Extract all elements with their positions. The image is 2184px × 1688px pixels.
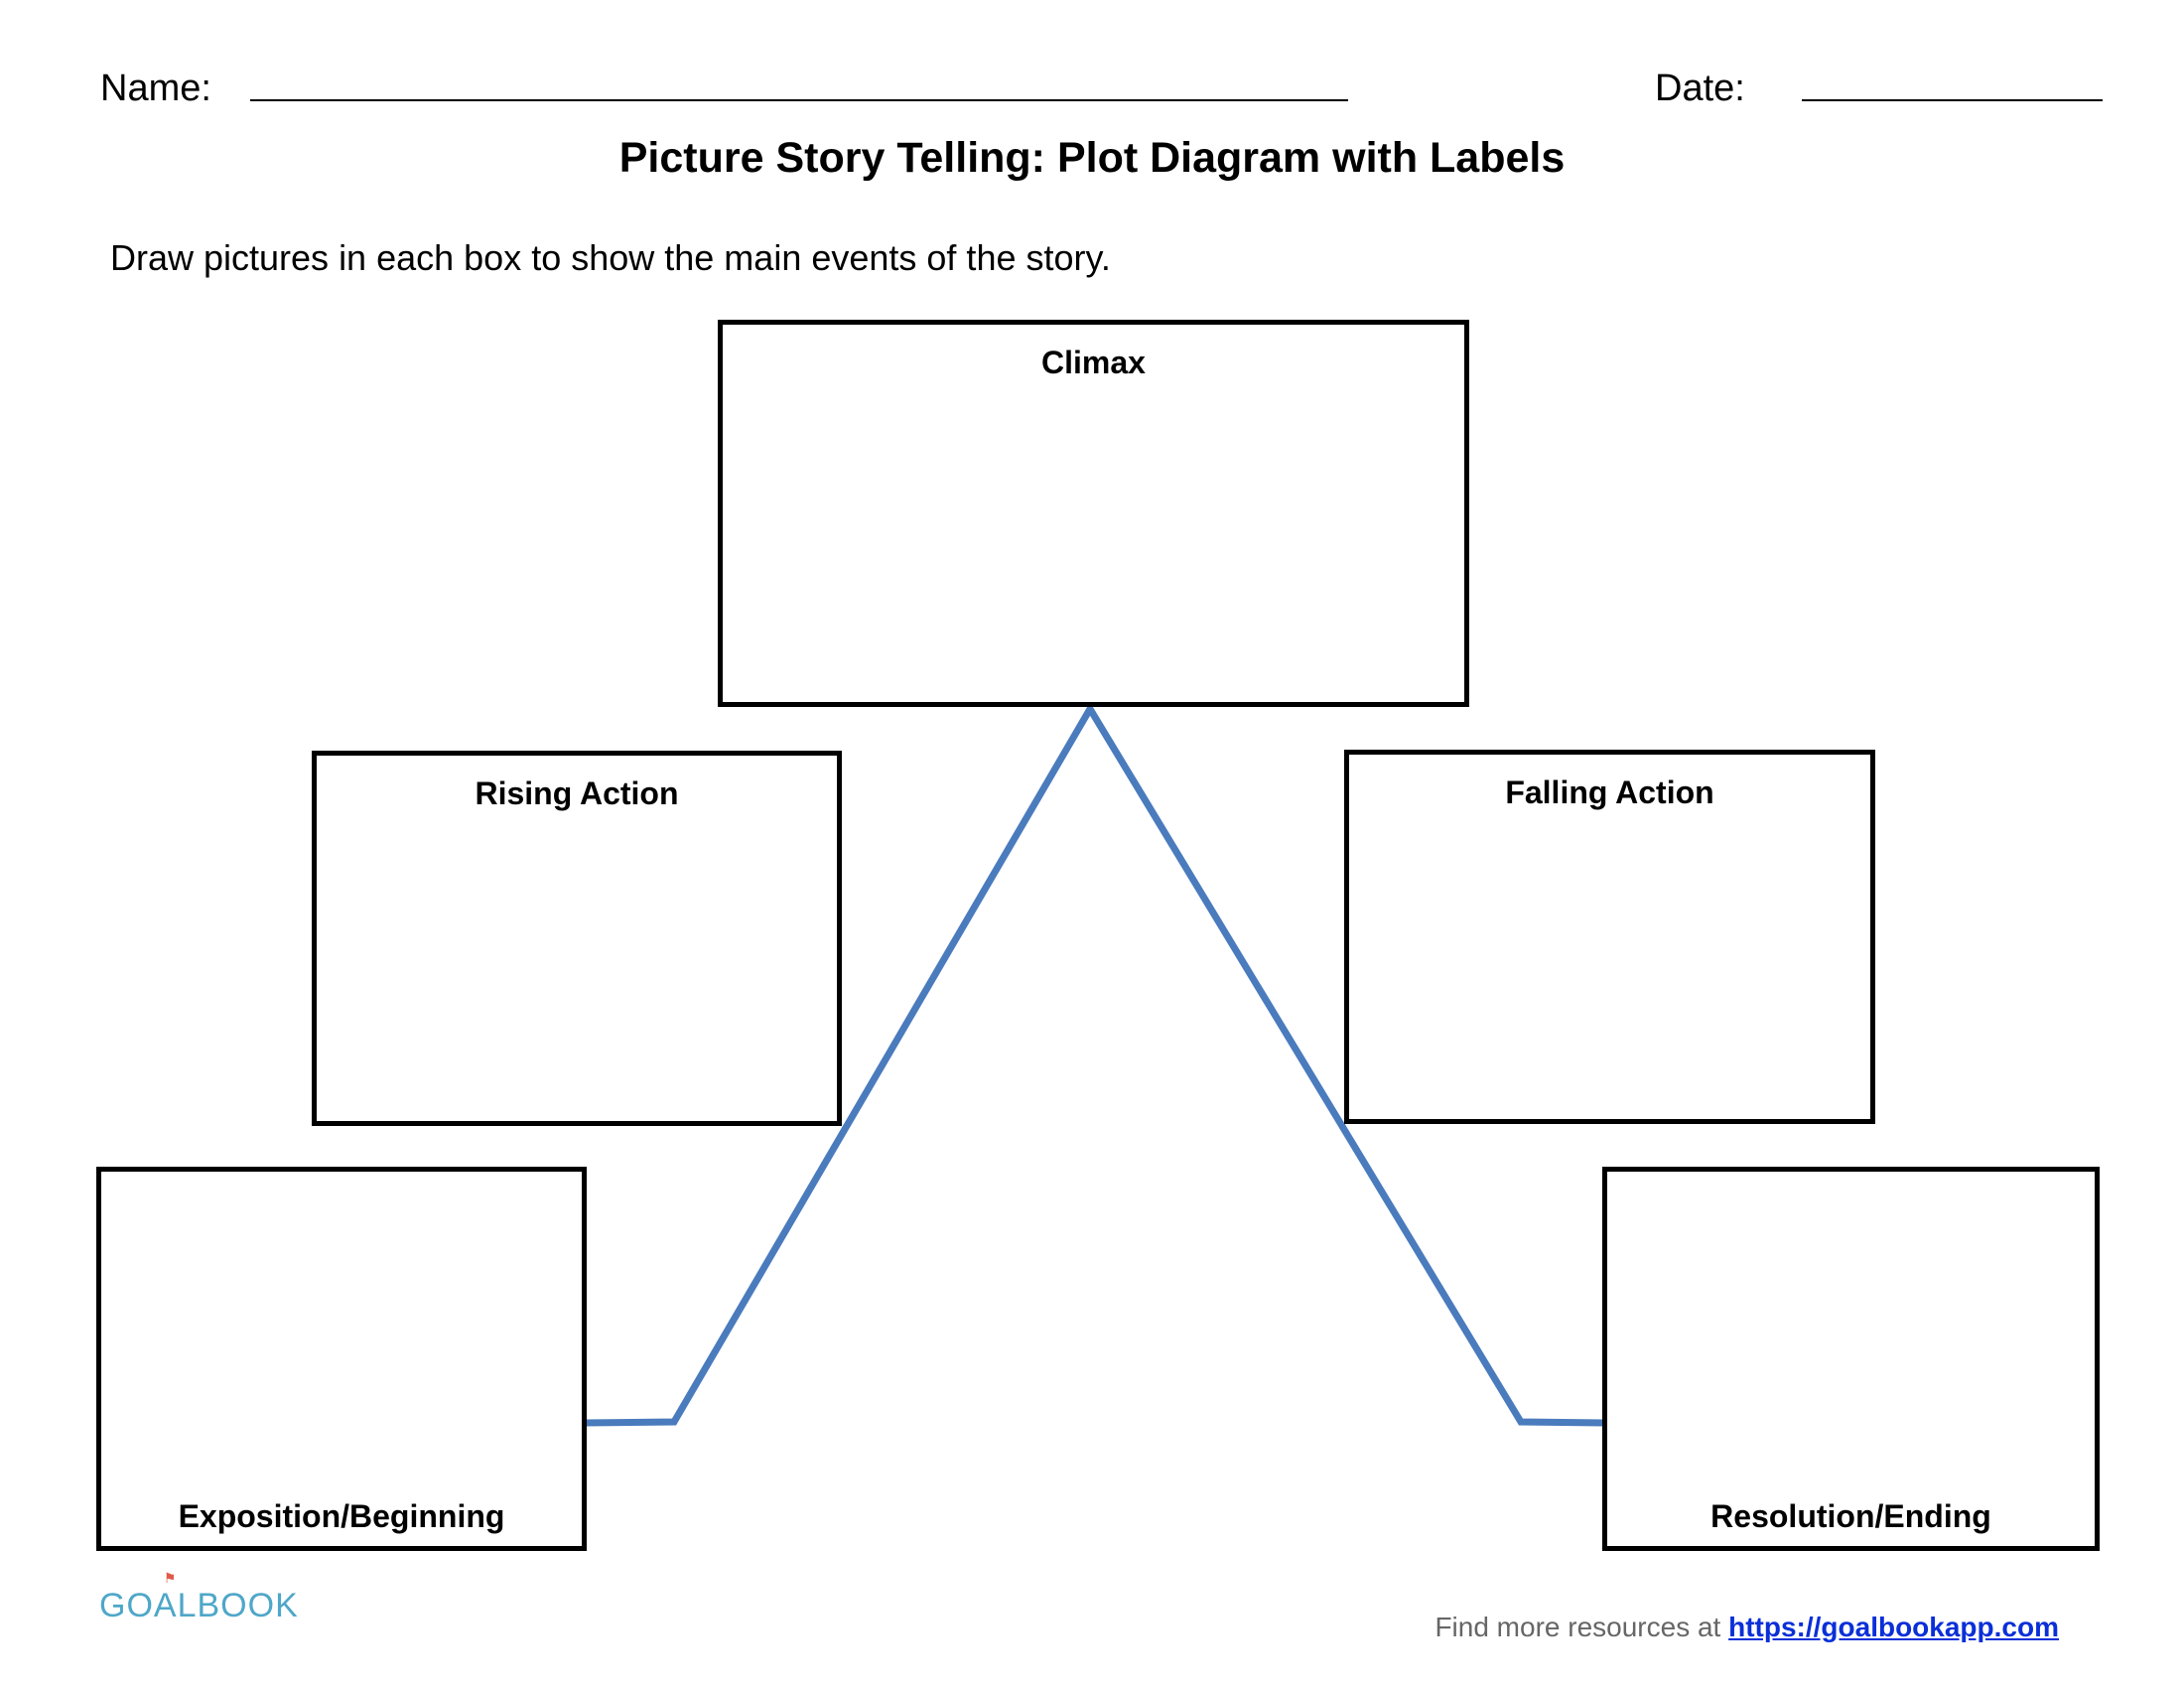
rising-action-box[interactable]: Rising Action bbox=[312, 751, 842, 1126]
exposition-box[interactable]: Exposition/Beginning bbox=[96, 1167, 587, 1551]
falling-action-label: Falling Action bbox=[1505, 774, 1714, 810]
logo-text-a: ⚑A bbox=[153, 1571, 178, 1624]
logo-text-lbook: LBOOK bbox=[177, 1587, 299, 1624]
resolution-label: Resolution/Ending bbox=[1710, 1498, 1991, 1534]
goalbook-logo: GO⚑ALBOOK bbox=[99, 1571, 299, 1624]
date-line[interactable] bbox=[1802, 99, 2103, 101]
flag-icon: ⚑ bbox=[163, 1570, 178, 1586]
plot-line bbox=[583, 702, 1606, 1427]
name-line[interactable] bbox=[250, 99, 1348, 101]
date-label: Date: bbox=[1655, 68, 1745, 109]
logo-text-go: GO bbox=[99, 1587, 154, 1624]
rising-action-label: Rising Action bbox=[475, 775, 679, 811]
climax-label: Climax bbox=[1041, 345, 1146, 380]
page-title: Picture Story Telling: Plot Diagram with… bbox=[618, 134, 1566, 182]
name-label: Name: bbox=[100, 68, 211, 109]
goalbook-link[interactable]: https://goalbookapp.com bbox=[1728, 1612, 2059, 1642]
logo-text-a-letter: A bbox=[153, 1587, 178, 1624]
resources-text: Find more resources at bbox=[1434, 1612, 1721, 1642]
footer-resources: Find more resources at https://goalbooka… bbox=[1434, 1614, 2059, 1641]
instructions: Draw pictures in each box to show the ma… bbox=[110, 237, 1111, 278]
falling-action-box[interactable]: Falling Action bbox=[1344, 750, 1875, 1124]
exposition-label: Exposition/Beginning bbox=[178, 1498, 505, 1534]
resolution-box[interactable]: Resolution/Ending bbox=[1602, 1167, 2100, 1551]
climax-box[interactable]: Climax bbox=[718, 320, 1469, 707]
